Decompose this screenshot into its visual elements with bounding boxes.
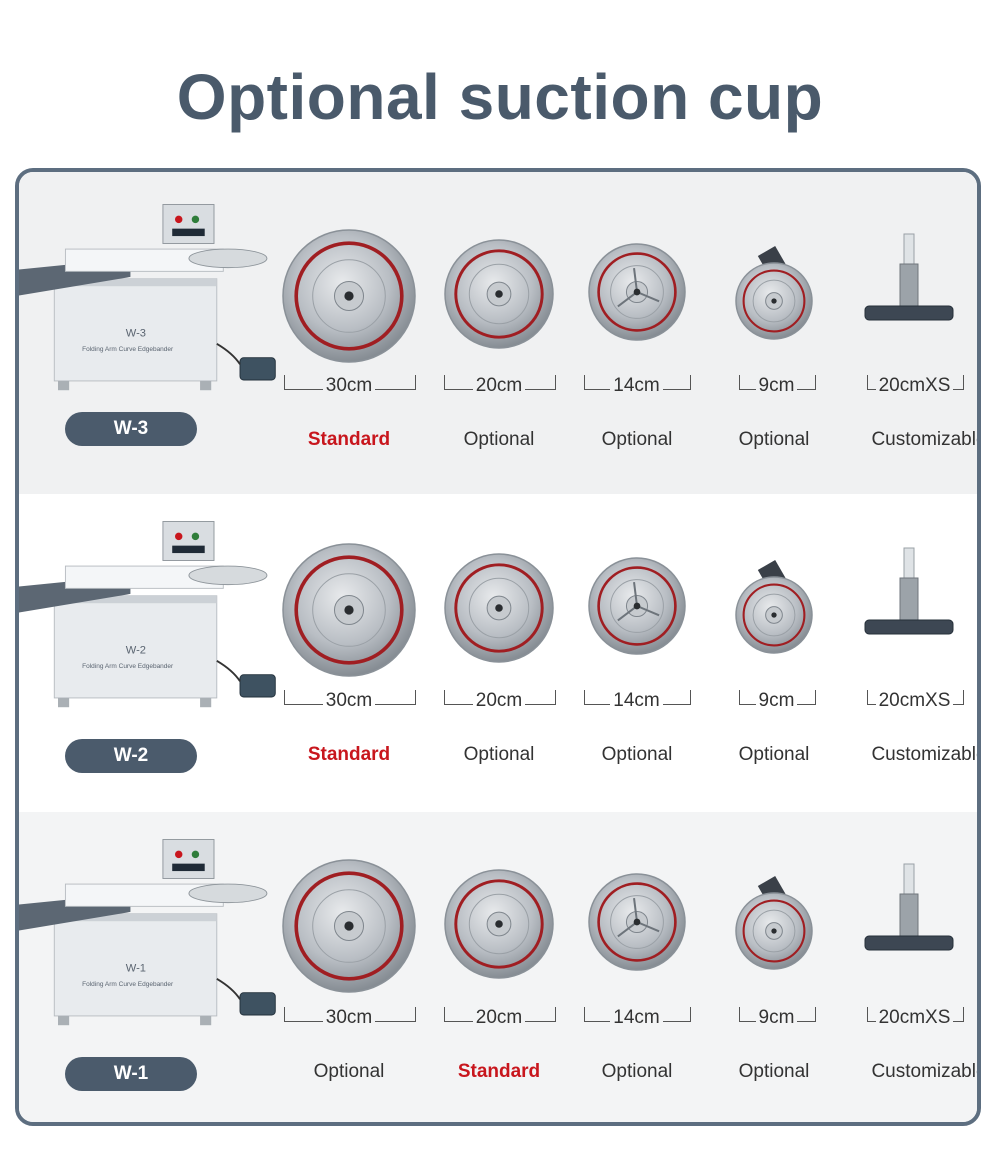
size-label: 14cm [584,1007,689,1029]
size-value: 20cmXS [875,375,954,396]
availability-label: Optional [463,744,535,765]
machine-caption: Folding Arm Curve Edgebander [82,981,174,988]
size-label: 30cm [284,1007,414,1029]
suction-cup-image [282,859,416,993]
size-value: 20cm [472,375,526,396]
size-label: 20cmXS [867,375,962,397]
size-value: 9cm [755,1007,798,1028]
size-label: 20cm [444,375,554,397]
model-badge: W-1 [65,1057,197,1091]
standard-label: Standard [307,429,391,450]
availability-label: Customizable [871,429,981,450]
size-label: 9cm [739,375,814,397]
availability-label: Optional [463,429,535,450]
size-label: 9cm [739,1007,814,1029]
size-value: 30cm [322,375,376,396]
availability-label: Customizable [871,1061,981,1082]
suction-cup-t-handle-image [864,863,954,951]
size-label: 30cm [284,690,414,712]
size-label: 20cm [444,1007,554,1029]
availability-label: Optional [601,1061,673,1082]
suction-cup-t-handle-image [864,233,954,321]
size-label: 20cm [444,690,554,712]
availability-label: Optional [738,744,810,765]
suction-cup-image [444,553,554,663]
availability-label: Optional [601,744,673,765]
size-value: 20cm [472,690,526,711]
availability-label: Customizable [871,744,981,765]
size-value: 14cm [610,1007,663,1028]
suction-cup-image [588,243,686,341]
suction-cup-image [588,873,686,971]
availability-label: Optional [738,1061,810,1082]
suction-cup-image [444,869,554,979]
availability-label: Optional [738,429,810,450]
size-value: 30cm [322,1007,376,1028]
suction-cup-image [735,246,813,340]
suction-cup-image [735,560,813,654]
size-value: 14cm [610,375,663,396]
size-label: 9cm [739,690,814,712]
suction-cup-image [282,229,416,363]
size-label: 14cm [584,690,689,712]
size-value: 9cm [755,690,798,711]
suction-cup-image [282,543,416,677]
size-value: 9cm [755,375,798,396]
page-title: Optional suction cup [176,61,824,133]
size-value: 20cmXS [875,1007,954,1028]
suction-cup-t-handle-image [864,547,954,635]
size-value: 20cm [472,1007,526,1028]
size-label: 30cm [284,375,414,397]
model-badge: W-2 [65,739,197,773]
size-label: 14cm [584,375,689,397]
machine-label: W-2 [126,644,146,656]
model-badge: W-3 [65,412,197,446]
size-value: 30cm [322,690,376,711]
availability-label: Optional [313,1061,385,1082]
machine-label: W-3 [126,327,146,339]
machine-caption: Folding Arm Curve Edgebander [82,663,174,670]
suction-cup-image [588,557,686,655]
size-value: 20cmXS [875,690,954,711]
size-label: 20cmXS [867,690,962,712]
size-value: 14cm [610,690,663,711]
suction-cup-image [444,239,554,349]
standard-label: Standard [307,744,391,765]
availability-label: Optional [601,429,673,450]
machine-label: W-1 [126,962,146,974]
machine-caption: Folding Arm Curve Edgebander [82,346,174,353]
size-label: 20cmXS [867,1007,962,1029]
standard-label: Standard [457,1061,541,1082]
suction-cup-image [735,876,813,970]
